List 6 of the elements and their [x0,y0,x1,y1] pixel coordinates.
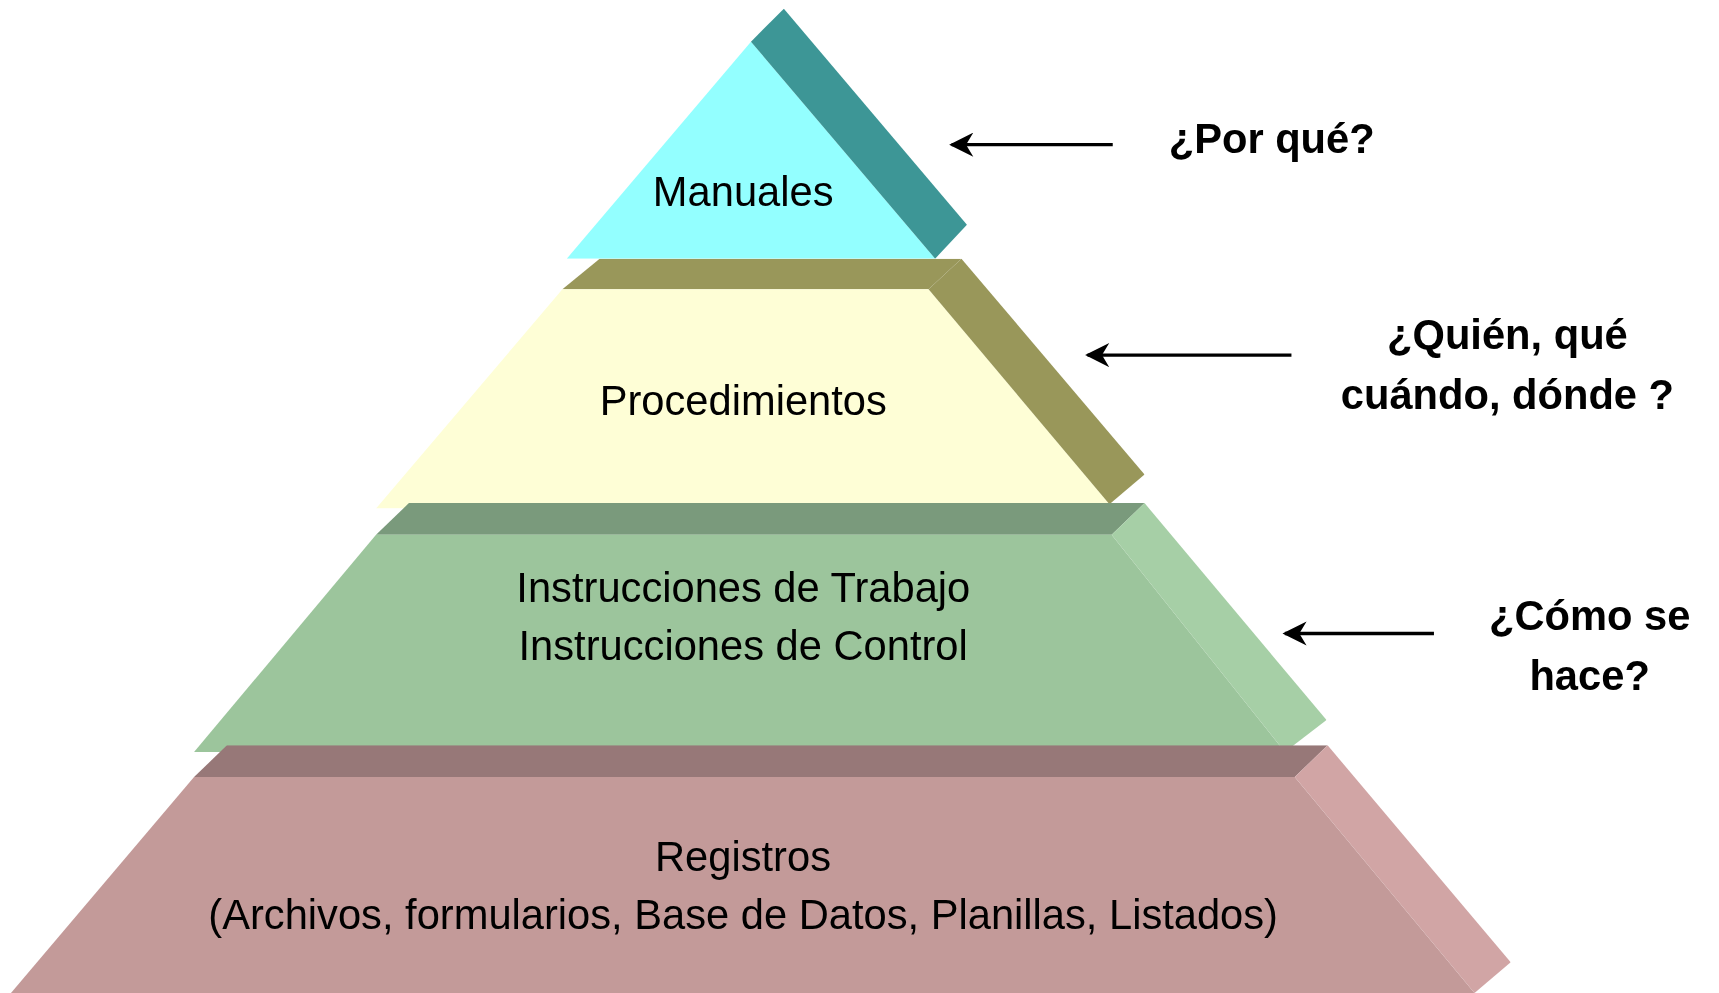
question-text: ¿Por qué? [1167,115,1376,165]
arrow [1282,621,1434,646]
arrow [1085,343,1292,368]
question-text: ¿Cómo se hace? [1487,591,1692,702]
question-text: ¿Quién, qué cuándo, dónde ? [1339,310,1676,420]
arrow [949,132,1113,157]
